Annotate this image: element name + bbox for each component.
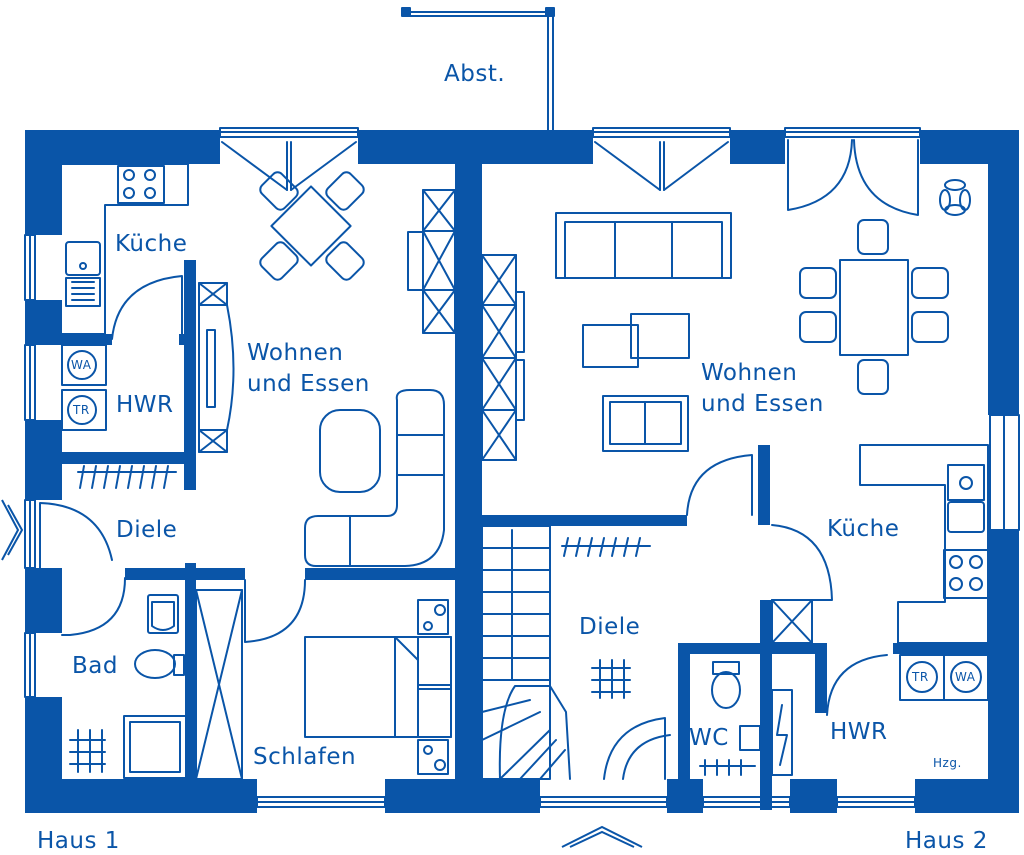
wall <box>760 600 772 810</box>
window <box>702 796 791 808</box>
entrance-arrow-icon <box>1 499 24 561</box>
wall <box>678 643 690 780</box>
wall <box>988 130 1019 415</box>
door-swing <box>771 524 833 601</box>
room-label-wc-haus2: WC <box>689 725 729 751</box>
wall <box>184 260 196 490</box>
washer-icon: WA <box>955 670 976 684</box>
door-swing <box>622 734 671 780</box>
window-swing <box>221 141 357 191</box>
cabinet <box>481 254 525 461</box>
room-label-hwr-haus1: HWR <box>116 392 174 418</box>
window <box>24 499 36 569</box>
wall <box>815 643 827 713</box>
room-label-kitchen-haus1: Küche <box>115 231 188 257</box>
window <box>24 632 36 698</box>
wall <box>988 530 1019 813</box>
view-direction-arrow-icon <box>561 825 643 848</box>
shed-outline <box>401 7 555 131</box>
wall <box>25 300 62 345</box>
dryer-icon: TR <box>912 670 929 684</box>
entrance-door <box>39 502 113 569</box>
plant-icon <box>939 179 971 216</box>
wall <box>790 779 837 813</box>
sofa <box>555 212 732 279</box>
party-wall <box>455 130 482 813</box>
window-swing <box>594 141 729 191</box>
door-swing <box>61 577 126 636</box>
wall <box>893 643 988 654</box>
door-swing <box>826 654 888 716</box>
kitchen-counter <box>61 163 189 335</box>
coffee-table <box>582 313 690 368</box>
door-swing <box>244 579 306 643</box>
hatch <box>77 465 177 489</box>
door-swing <box>111 275 183 340</box>
dining-table <box>799 219 949 395</box>
room-label-living-haus2-line1: Wohnen <box>701 360 798 386</box>
dining-table <box>259 171 365 281</box>
window <box>989 414 1020 531</box>
heating-label: Hzg. <box>933 756 962 770</box>
door-swing <box>686 454 753 516</box>
laundry <box>899 654 989 701</box>
sofa <box>304 389 445 567</box>
walls <box>25 130 1019 813</box>
room-label-bedroom-haus1: Schlafen <box>253 744 357 770</box>
house-label-2: Haus 2 <box>905 828 988 854</box>
entrance-door <box>603 717 666 780</box>
laundry <box>61 344 107 431</box>
window <box>784 127 921 138</box>
room-label-hall-haus2: Diele <box>579 614 641 640</box>
wall <box>730 130 785 164</box>
hatch <box>561 537 651 699</box>
window <box>256 796 386 808</box>
window <box>24 234 36 301</box>
wall <box>25 779 257 813</box>
room-label-living-haus2-line2: und Essen <box>701 391 824 417</box>
kitchen-counter <box>859 444 989 644</box>
window <box>219 127 359 138</box>
wc-fixtures <box>699 661 761 776</box>
wall <box>305 568 455 580</box>
wall <box>62 334 112 345</box>
shaft <box>771 599 813 776</box>
cabinet <box>407 189 456 334</box>
wall <box>915 779 1019 813</box>
wall <box>185 563 196 779</box>
shelf <box>198 282 235 453</box>
window <box>539 796 668 808</box>
room-label-living-haus1-line1: Wohnen <box>247 340 344 366</box>
shed-label: Abst. <box>444 61 506 87</box>
room-label-living-haus1-line2: und Essen <box>247 371 370 397</box>
window <box>836 796 916 808</box>
dryer-icon: TR <box>73 403 90 417</box>
wall <box>680 643 825 654</box>
washer-icon: WA <box>71 358 92 372</box>
bathroom-fixtures <box>69 594 187 779</box>
house-label-1: Haus 1 <box>37 828 120 854</box>
staircase <box>481 525 571 780</box>
window <box>24 344 36 421</box>
room-label-kitchen-haus2: Küche <box>827 516 900 542</box>
wall <box>25 130 62 235</box>
wall <box>25 420 62 500</box>
wall <box>667 779 703 813</box>
room-label-bath-haus1: Bad <box>72 653 118 679</box>
room-label-hall-haus1: Diele <box>116 517 178 543</box>
wall <box>62 452 196 464</box>
wardrobe <box>195 589 243 780</box>
wall <box>482 515 687 526</box>
bed <box>304 599 452 775</box>
wall <box>25 568 62 633</box>
terrace-door <box>787 139 919 216</box>
room-label-hwr-haus2: HWR <box>830 719 888 745</box>
window <box>592 127 731 138</box>
armchair <box>602 395 689 452</box>
wall <box>758 445 770 525</box>
